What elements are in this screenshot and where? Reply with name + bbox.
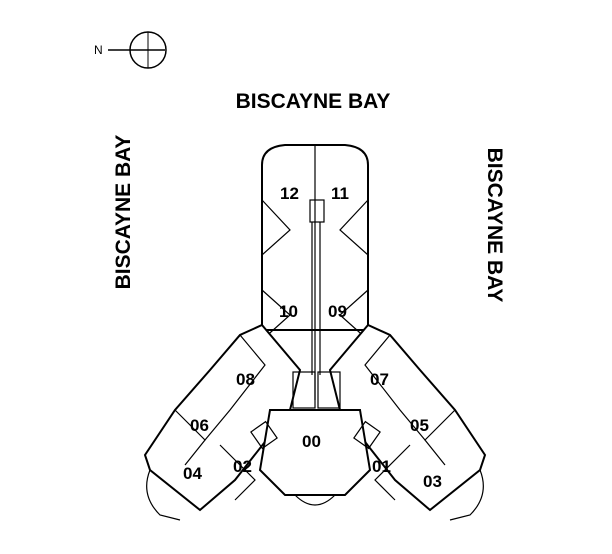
unit-10[interactable]: 10	[279, 302, 298, 321]
unit-08[interactable]: 08	[236, 370, 255, 389]
unit-06[interactable]: 06	[190, 416, 209, 435]
unit-00[interactable]: 00	[302, 432, 321, 451]
unit-02[interactable]: 02	[233, 457, 252, 476]
unit-01[interactable]: 01	[372, 457, 391, 476]
unit-04[interactable]: 04	[183, 464, 202, 483]
north-arrow-icon: N	[94, 31, 167, 69]
unit-05[interactable]: 05	[410, 416, 429, 435]
unit-labels: 12 11 10 09 08 07 06 05 00 02 01 04 03	[183, 184, 442, 491]
unit-09[interactable]: 09	[328, 302, 347, 321]
water-label-top: BISCAYNE BAY	[236, 90, 391, 113]
unit-03[interactable]: 03	[423, 472, 442, 491]
unit-12[interactable]: 12	[280, 184, 299, 203]
water-label-right: BISCAYNE BAY	[483, 148, 506, 303]
north-label: N	[94, 43, 103, 57]
unit-11[interactable]: 11	[331, 184, 349, 203]
water-label-left: BISCAYNE BAY	[112, 135, 135, 290]
building-outline	[143, 144, 487, 521]
unit-07[interactable]: 07	[370, 370, 389, 389]
